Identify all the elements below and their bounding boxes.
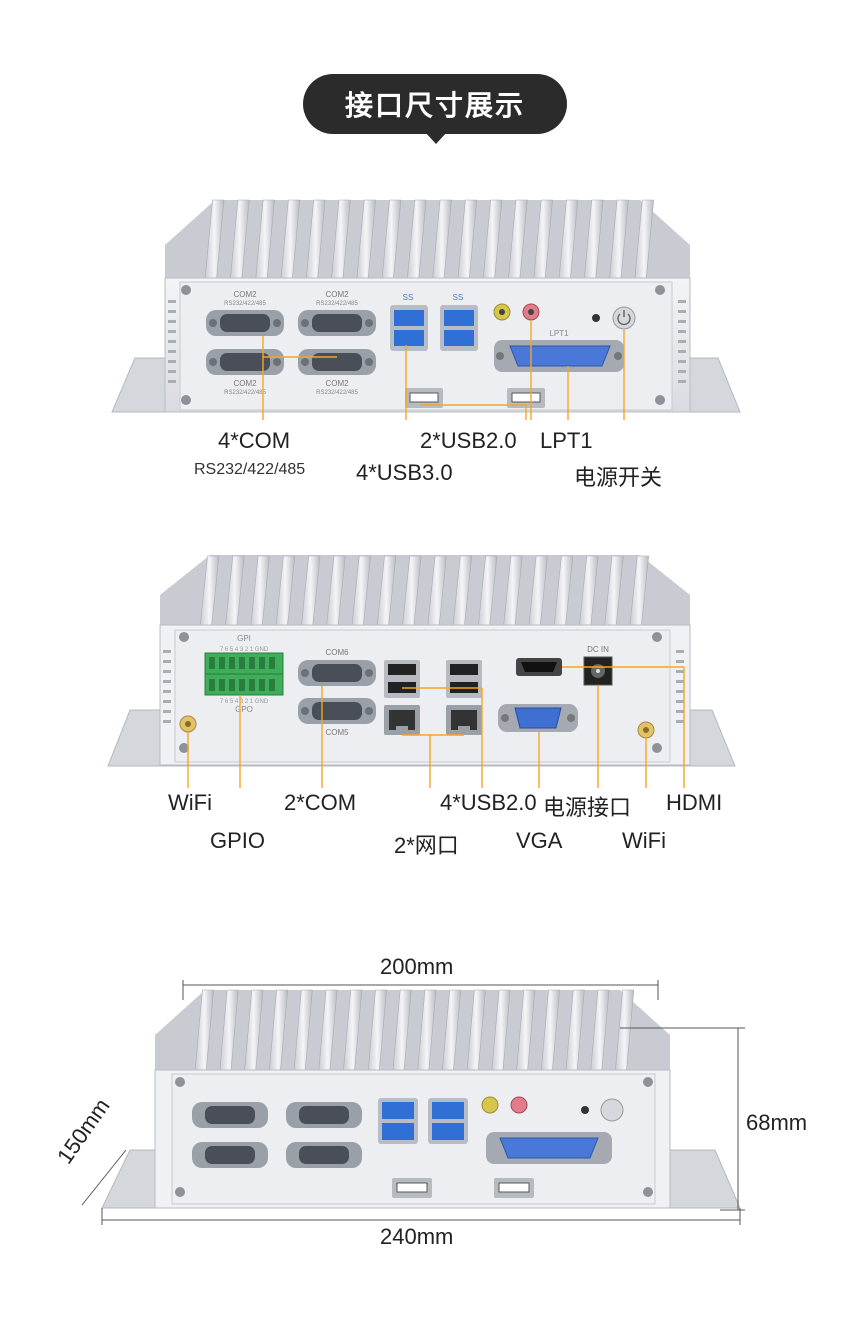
silk-lpt: LPT1: [549, 329, 569, 338]
dimension-lines: [81, 980, 745, 1225]
rear-panel-image: GPI 7 6 5 4 3 2 1 GND 7 6 5 4 3 2 1 GND …: [107, 555, 736, 788]
silk-dcin: DC IN: [587, 645, 609, 654]
silk-com: COM2: [325, 290, 349, 299]
hdmi-port: [516, 658, 562, 676]
label-4com: 4*COM: [218, 428, 291, 453]
rear-callouts: [187, 666, 685, 788]
front-lpt-port: LPT1: [494, 329, 624, 372]
label-4usb2: 4*USB2.0: [440, 790, 537, 815]
dim-overall-label: 240mm: [380, 1224, 454, 1249]
label-vga: VGA: [516, 828, 563, 853]
silk-com-type: RS232/422/485: [224, 390, 266, 396]
label-2com: 2*COM: [284, 790, 357, 815]
silk-com6: COM6: [325, 648, 349, 657]
silk-com-type: RS232/422/485: [316, 390, 358, 396]
dim-width-label: 200mm: [380, 954, 454, 979]
front-callouts: [262, 320, 625, 420]
label-power-switch: 电源开关: [574, 465, 663, 490]
front-usb3-ports: SS SS: [390, 293, 478, 351]
dim-height-label: 68mm: [746, 1110, 808, 1135]
power-switch-icon: [612, 306, 636, 330]
title-pointer-icon: [425, 132, 447, 144]
label-2lan: 2*网口: [394, 833, 459, 858]
wifi-antenna-left-icon: [179, 715, 197, 733]
rear-com-ports: COM6 COM5: [298, 648, 376, 737]
dimension-image: [81, 980, 745, 1225]
label-lpt1: LPT1: [540, 428, 593, 453]
dc-in-port: DC IN: [583, 645, 613, 686]
silk-usb-ss: SS: [403, 293, 414, 302]
silk-com-type: RS232/422/485: [316, 301, 358, 307]
silk-com-type: RS232/422/485: [224, 301, 266, 307]
label-wifi-right: WiFi: [622, 828, 666, 853]
label-4usb3: 4*USB3.0: [356, 460, 453, 485]
vga-port: [498, 704, 578, 732]
silk-gpi: GPI: [237, 634, 251, 643]
silk-com: COM2: [325, 379, 349, 388]
wifi-antenna-right-icon: [637, 721, 655, 739]
section-title-badge: 接口尺寸展示: [303, 74, 567, 144]
front-panel-image: COM2 RS232/422/485 COM2 RS232/422/485 CO…: [111, 199, 741, 420]
silk-com: COM2: [233, 379, 257, 388]
rear-lan-ports: [384, 705, 482, 735]
silk-gpi-pins: 7 6 5 4 3 2 1 GND: [220, 647, 269, 653]
label-dc-power: 电源接口: [543, 795, 632, 820]
label-gpio: GPIO: [210, 828, 266, 853]
silk-gpo-pins: 7 6 5 4 3 2 1 GND: [220, 699, 269, 705]
label-2usb2: 2*USB2.0: [420, 428, 517, 453]
silk-com5: COM5: [325, 728, 349, 737]
gpio-terminal: GPI 7 6 5 4 3 2 1 GND 7 6 5 4 3 2 1 GND …: [204, 634, 284, 714]
silk-gpo: GPO: [235, 705, 253, 714]
label-com-types: RS232/422/485: [194, 461, 306, 478]
front-com-ports: COM2 RS232/422/485 COM2 RS232/422/485 CO…: [206, 290, 376, 396]
label-hdmi: HDMI: [666, 790, 723, 815]
silk-com: COM2: [233, 290, 257, 299]
front-usb2-ports: [405, 388, 545, 408]
silk-usb-ss: SS: [453, 293, 464, 302]
section-title: 接口尺寸展示: [303, 74, 567, 134]
label-wifi-left: WiFi: [168, 790, 212, 815]
